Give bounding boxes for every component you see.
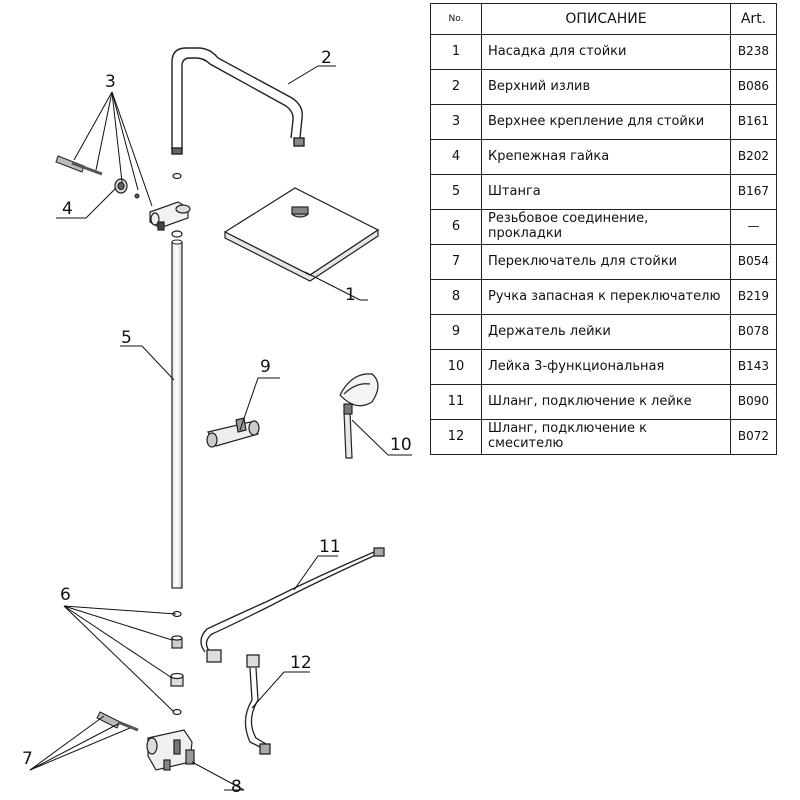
leader-lines: [29, 65, 412, 791]
part-upper-bracket: [149, 201, 191, 231]
header-art: Art.: [730, 3, 777, 35]
cell-description: Штанга: [481, 174, 731, 210]
part-shower-head: [223, 187, 380, 282]
callout-11: 11: [319, 537, 341, 557]
callout-10: 10: [390, 435, 412, 455]
cell-no: 12: [430, 419, 482, 455]
header-description: ОПИСАНИЕ: [481, 3, 731, 35]
cell-no: 9: [430, 314, 482, 350]
callout-3: 3: [105, 72, 116, 92]
cell-description: Крепежная гайка: [481, 139, 731, 175]
cell-art: B054: [730, 244, 777, 280]
cell-art: B086: [730, 69, 777, 105]
part-hand-shower-holder: [206, 417, 260, 448]
parts-table-header: No. ОПИСАНИЕ Art.: [430, 3, 777, 35]
cell-description: Лейка 3-функциональная: [481, 349, 731, 385]
cell-art: B078: [730, 314, 777, 350]
cell-art: B143: [730, 349, 777, 385]
callout-2: 2: [321, 48, 332, 68]
part-riser-rod: [171, 239, 183, 589]
cell-art: B161: [730, 104, 777, 140]
part-fixing-nut: [114, 178, 128, 194]
cell-no: 7: [430, 244, 482, 280]
callout-6: 6: [60, 585, 71, 605]
cell-description: Ручка запасная к переключателю: [481, 279, 731, 315]
cell-description: Шланг, подключение к лейке: [481, 384, 731, 420]
callout-1: 1: [345, 285, 356, 305]
cell-no: 5: [430, 174, 482, 210]
callout-8: 8: [231, 777, 242, 797]
cell-description: Резьбовое соединение, прокладки: [481, 209, 731, 245]
part-hose-hand-shower: [200, 547, 385, 663]
part-top-spout: [171, 47, 305, 155]
callout-12: 12: [290, 653, 312, 673]
cell-art: —: [730, 209, 777, 245]
cell-no: 8: [430, 279, 482, 315]
cell-no: 2: [430, 69, 482, 105]
cell-description: Шланг, подключение к смесителю: [481, 419, 731, 455]
callout-7: 7: [22, 749, 33, 769]
cell-art: B219: [730, 279, 777, 315]
cell-no: 11: [430, 384, 482, 420]
cell-description: Верхнее крепление для стойки: [481, 104, 731, 140]
callout-9: 9: [260, 357, 271, 377]
cell-description: Переключатель для стойки: [481, 244, 731, 280]
part-hose-mixer: [244, 654, 271, 755]
cell-art: B167: [730, 174, 777, 210]
callout-4: 4: [62, 199, 73, 219]
part-screw-anchors: [55, 155, 140, 199]
part-diverter: [146, 729, 195, 771]
cell-art: B090: [730, 384, 777, 420]
cell-no: 6: [430, 209, 482, 245]
part-diverter-screws: [96, 711, 139, 732]
callout-5: 5: [121, 328, 132, 348]
cell-art: B202: [730, 139, 777, 175]
header-no: No.: [430, 3, 482, 35]
cell-no: 1: [430, 34, 482, 70]
cell-description: Держатель лейки: [481, 314, 731, 350]
cell-no: 3: [430, 104, 482, 140]
part-hand-shower: [339, 373, 379, 459]
cell-no: 4: [430, 139, 482, 175]
washer: [171, 230, 183, 238]
cell-art: B238: [730, 34, 777, 70]
part-threaded-connectors: [170, 610, 184, 716]
washer: [172, 172, 182, 180]
cell-no: 10: [430, 349, 482, 385]
cell-description: Насадка для стойки: [481, 34, 731, 70]
cell-art: B072: [730, 419, 777, 455]
cell-description: Верхний излив: [481, 69, 731, 105]
